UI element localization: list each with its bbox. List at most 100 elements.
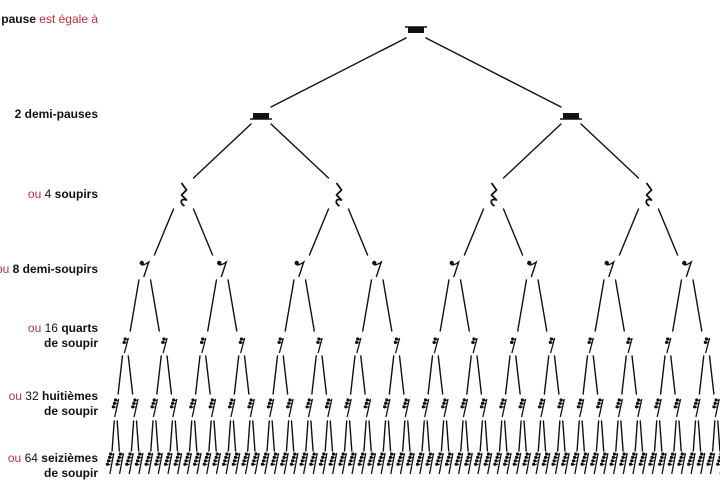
branch-line [614,279,625,332]
label-huitiemes: ou 32 huitièmes de soupir [9,389,98,419]
branch-line [213,420,217,452]
branch-line [270,37,407,108]
branch-line [425,37,562,108]
seizieme-de-soupir-symbol [716,452,720,474]
branch-line [582,355,589,395]
branch-line [553,355,560,395]
branch-line [382,279,393,332]
huitieme-de-soupir-symbol [286,398,294,418]
demi-soupir-symbol [527,260,538,278]
branch-line [153,208,175,256]
branch-line [594,279,605,332]
soupir-symbol [180,182,188,207]
label-seiziemes-or: ou [7,451,22,465]
branch-line [476,355,483,395]
branch-line [426,420,431,452]
huitieme-de-soupir-symbol [150,398,159,418]
seizieme-de-soupir-symbol [483,452,493,475]
seizieme-de-soupir-symbol [260,452,270,475]
demi-soupir-symbol [604,260,616,278]
branch-line [388,355,395,395]
label-quarts-or: ou [27,321,42,335]
huitieme-de-soupir-symbol [712,398,720,418]
branch-line [672,279,683,332]
seizieme-de-soupir-symbol [406,452,415,475]
branch-line [503,420,508,452]
label-quarts-count: 16 [44,321,58,335]
branch-line [169,420,174,452]
seizieme-de-soupir-symbol [386,452,396,475]
huitieme-de-soupir-symbol [576,398,585,418]
huitieme-de-soupir-symbol [266,398,275,418]
branch-line [193,420,198,452]
huitieme-de-soupir-symbol [208,398,217,418]
branch-line [398,355,405,395]
huitieme-de-soupir-symbol [518,398,527,418]
huitieme-de-soupir-symbol [363,398,372,418]
branch-line [465,420,469,452]
branch-line [692,420,697,452]
seizieme-de-soupir-symbol [183,452,192,475]
branch-line [463,208,485,256]
branch-line [537,279,548,332]
branch-line [657,208,679,256]
seizieme-de-soupir-symbol [289,452,299,475]
branch-line [484,420,489,452]
quart-de-soupir-symbol [432,337,440,354]
huitieme-de-soupir-symbol [382,398,391,418]
branch-line [321,355,328,395]
branch-line [576,420,580,452]
branch-line [272,355,279,395]
branch-line [556,420,561,452]
label-huitiemes-count: 32 [25,389,39,403]
seizieme-de-soupir-symbol [270,452,280,475]
quart-de-soupir-symbol [199,337,207,354]
seizieme-de-soupir-symbol [347,452,357,475]
branch-line [711,420,716,452]
quart-de-soupir-symbol [393,337,401,354]
seizieme-de-soupir-symbol [696,452,706,475]
quart-de-soupir-symbol [316,337,323,354]
branch-line [523,420,527,452]
branch-line [347,208,369,256]
demi-soupir-symbol [139,260,151,278]
huitieme-de-soupir-symbol [131,398,139,418]
seizieme-de-soupir-symbol [619,452,628,475]
seizieme-de-soupir-symbol [202,452,212,475]
label-demi-soupirs-or: ou [0,262,10,276]
branch-line [466,355,472,395]
branch-line [708,355,715,395]
branch-line [348,420,353,452]
quart-de-soupir-symbol [587,337,595,354]
seizieme-de-soupir-symbol [231,452,241,475]
branch-line [349,355,356,395]
seizieme-de-soupir-symbol [493,452,502,475]
branch-line [678,420,682,452]
seizieme-de-soupir-symbol [299,452,309,475]
branch-line [232,420,237,452]
branch-line [502,208,524,256]
seizieme-de-soupir-symbol [706,452,716,475]
branch-line [194,355,201,395]
branch-line [130,420,135,452]
branch-line [343,420,348,452]
branch-line [439,279,450,332]
branch-line [311,355,317,395]
branch-line [155,420,159,452]
seizieme-de-soupir-symbol [377,452,386,475]
branch-line [502,123,562,179]
branch-line [305,420,309,452]
huitieme-de-soupir-symbol [305,398,314,418]
seizieme-de-soupir-symbol [532,452,541,475]
soupir-symbol [335,182,343,207]
seizieme-de-soupir-symbol [154,452,163,475]
seizieme-de-soupir-symbol [464,452,473,475]
branch-line [149,279,160,332]
branch-line [581,420,586,452]
branch-line [227,279,238,332]
label-quarts-name: quarts [61,321,98,335]
label-soupirs: ou 4 soupirs [28,187,98,202]
branch-line [111,420,115,452]
huitieme-de-soupir-symbol [499,398,507,418]
